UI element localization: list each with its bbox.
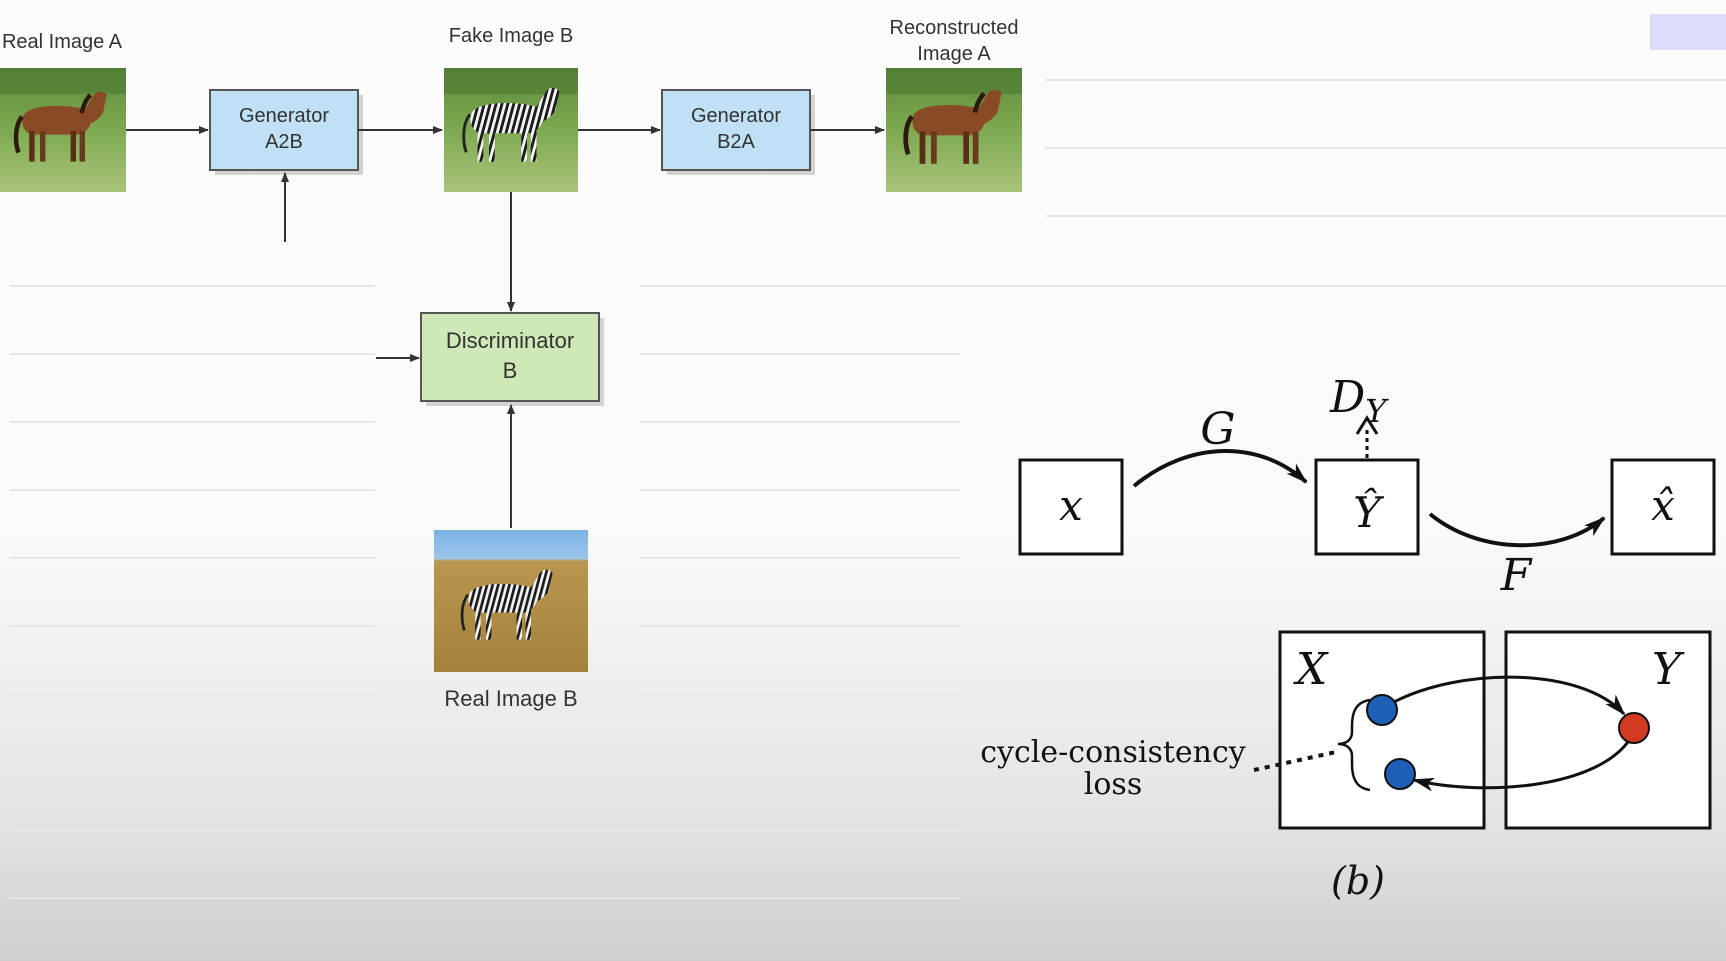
background-rule-lines	[10, 79, 1726, 899]
domain-y-label: Y	[1652, 644, 1685, 695]
fake-image-b-label: Fake Image B	[449, 25, 574, 47]
generator-b2a-box: Generator B2A	[661, 89, 815, 175]
cyclegan-pipeline: Real Image A Fake Image B Reconstructed …	[0, 17, 1022, 711]
discriminator-b-box: Discriminator B	[420, 312, 604, 406]
node-x-hat-box	[1610, 458, 1716, 556]
reconstructed-image-a-photo	[886, 68, 1022, 192]
mapping-g-curve	[1393, 675, 1626, 716]
node-x-label: x	[1059, 481, 1083, 530]
loss-label-line2: loss	[1084, 767, 1142, 802]
loss-brace	[1337, 698, 1371, 792]
real-image-b-label: Real Image B	[444, 686, 577, 711]
loss-dotted-pointer	[1253, 750, 1337, 772]
point-x-dot	[1366, 694, 1398, 726]
point-x-reconstructed-dot	[1384, 758, 1416, 790]
generator-a2b-box: Generator A2B	[209, 89, 363, 175]
mapping-f-curve	[1412, 735, 1634, 792]
domain-y-box	[1504, 630, 1712, 830]
node-x-hat-label: x̂	[1651, 481, 1675, 530]
real-image-a-photo	[0, 68, 126, 192]
domain-x-box	[1278, 630, 1486, 830]
real-image-a-label: Real Image A	[2, 31, 123, 53]
generator-a2b-line1: Generator	[239, 105, 329, 127]
loss-label-line1: cycle-consistency	[980, 735, 1246, 770]
reconstructed-label-line1: Reconstructed	[890, 17, 1019, 39]
generator-b2a-line2: B2A	[717, 131, 755, 153]
discriminator-b-line1: Discriminator	[446, 328, 574, 353]
accent-swatch	[1650, 14, 1726, 50]
arrow-f	[1428, 512, 1606, 548]
fake-image-b-photo	[444, 68, 578, 192]
real-image-b-photo	[434, 530, 588, 672]
pipeline-arrows	[126, 126, 885, 528]
node-y-hat-label: Ŷ	[1353, 487, 1385, 537]
generator-b2a-line1: Generator	[691, 105, 781, 127]
discriminator-arrowhead	[1355, 415, 1379, 435]
reconstructed-label-line2: Image A	[917, 43, 991, 65]
cycle-consistency-diagram: x Ŷ x̂ G F DY X Y cycle-consistency	[980, 372, 1716, 903]
arrow-f-label: F	[1500, 550, 1533, 601]
domain-x-label: X	[1293, 644, 1329, 695]
discriminator-dy-label: DY	[1329, 372, 1389, 430]
generator-a2b-line2: A2B	[265, 131, 303, 153]
point-y-dot	[1618, 712, 1650, 744]
arrow-g-label: G	[1200, 404, 1235, 455]
arrow-g	[1132, 449, 1308, 488]
node-y-hat-box	[1314, 458, 1420, 556]
discriminator-b-line2: B	[503, 358, 518, 383]
node-x-box	[1018, 458, 1124, 556]
figure-caption: (b)	[1331, 859, 1385, 903]
